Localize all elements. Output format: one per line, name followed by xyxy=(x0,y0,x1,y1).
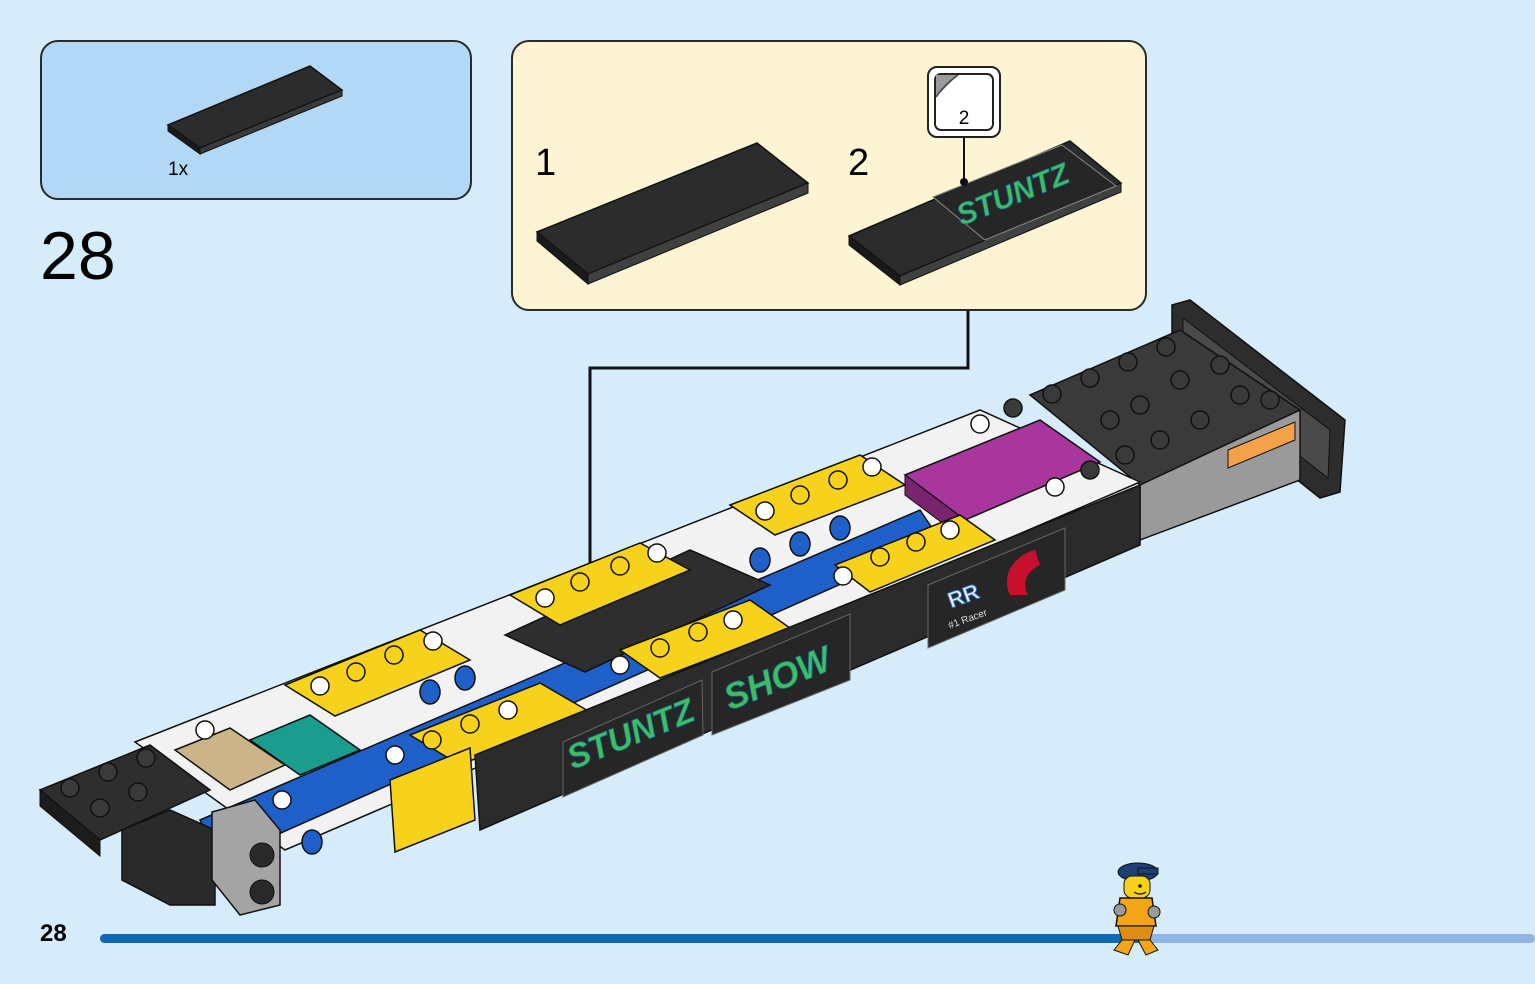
stuntz-sticker-tile-icon: STUNTZ xyxy=(847,140,1123,287)
yellow-studs xyxy=(346,470,926,750)
white-studs xyxy=(195,414,1065,810)
part-quantity: 1x xyxy=(168,159,189,180)
sticker-callout: 2 xyxy=(927,66,1001,138)
blue-studs xyxy=(301,515,851,855)
progress-bar-fill xyxy=(100,934,1148,943)
page-number: 28 xyxy=(40,920,67,947)
step-number: 28 xyxy=(40,218,116,294)
sub-step-2-number: 2 xyxy=(848,142,870,184)
black-studs xyxy=(60,337,1280,818)
sticker-sheet-icon xyxy=(934,73,994,131)
sticker-number: 2 xyxy=(958,108,970,129)
black-tile-icon xyxy=(535,142,810,286)
sub-step-1-number: 1 xyxy=(535,142,557,184)
